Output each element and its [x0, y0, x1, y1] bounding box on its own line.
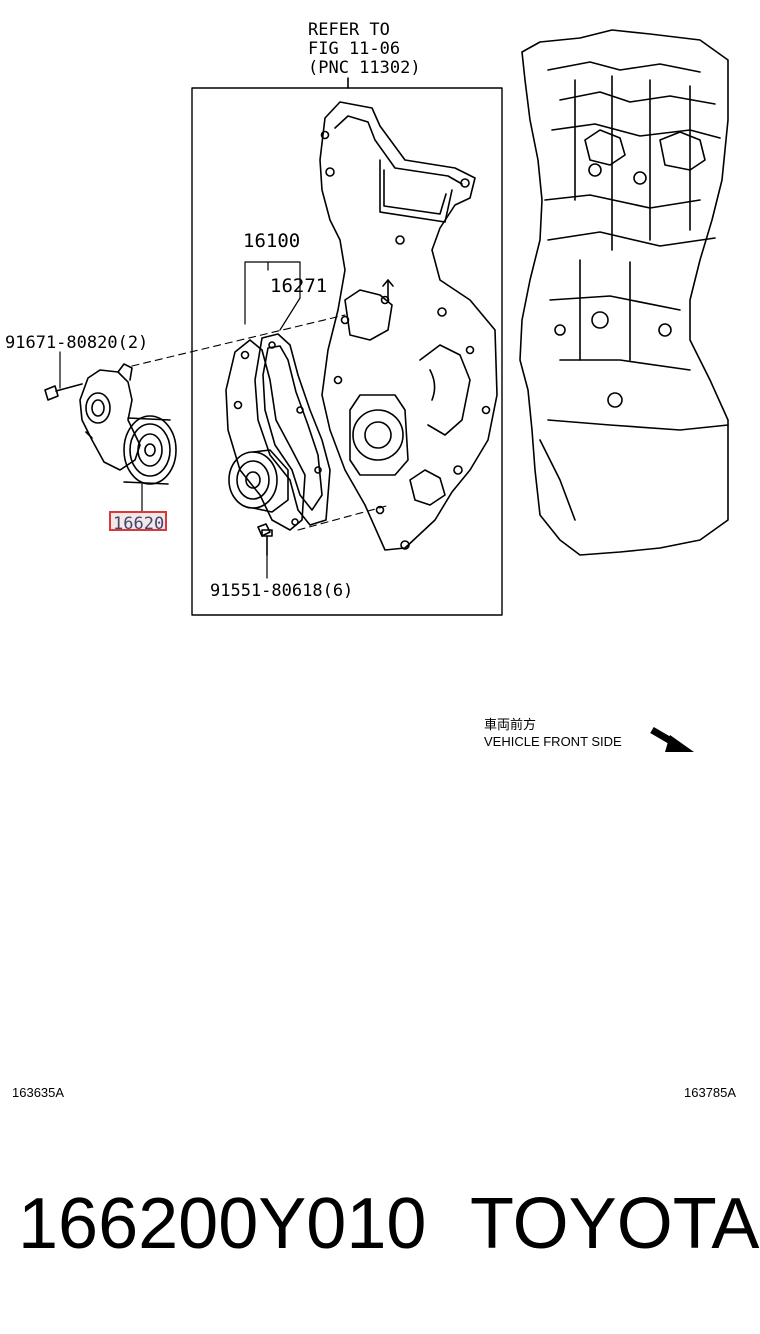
- part-16620-label: 16620: [113, 514, 165, 534]
- vehicle-front-english: VEHICLE FRONT SIDE: [484, 734, 622, 749]
- bolt-91551-label[interactable]: 91551-80618(6): [210, 581, 354, 601]
- footer-brand: TOYOTA: [470, 1184, 760, 1264]
- tensioner-illustration: [79, 363, 177, 485]
- bolt-91671-label[interactable]: 91671-80820(2): [5, 333, 149, 353]
- footer-part-number: 166200Y010: [18, 1184, 427, 1264]
- callout-leaders: [59, 261, 301, 579]
- refer-note-line3: (PNC 11302): [308, 58, 421, 78]
- bolt-top-illustration: [44, 383, 83, 401]
- part-16271-label[interactable]: 16271: [270, 275, 328, 297]
- engine-block-illustration: [519, 29, 729, 556]
- water-pump-illustration: [225, 333, 331, 556]
- vehicle-front-arrow-icon: [650, 726, 694, 752]
- figure-code-right: 163785A: [684, 1085, 737, 1100]
- bolt-bottom-illustration: [257, 523, 271, 537]
- refer-note-line2: FIG 11-06: [308, 39, 401, 59]
- refer-note-line1: REFER TO: [308, 20, 390, 40]
- alignment-lines: [131, 314, 391, 531]
- assembly-frame: [191, 87, 503, 616]
- vehicle-front-japanese: 車両前方: [484, 718, 537, 733]
- timing-cover-illustration: [319, 101, 498, 551]
- part-16100-label[interactable]: 16100: [243, 230, 301, 252]
- figure-code-left: 163635A: [12, 1085, 65, 1100]
- part-16620-highlight[interactable]: 16620: [109, 511, 167, 534]
